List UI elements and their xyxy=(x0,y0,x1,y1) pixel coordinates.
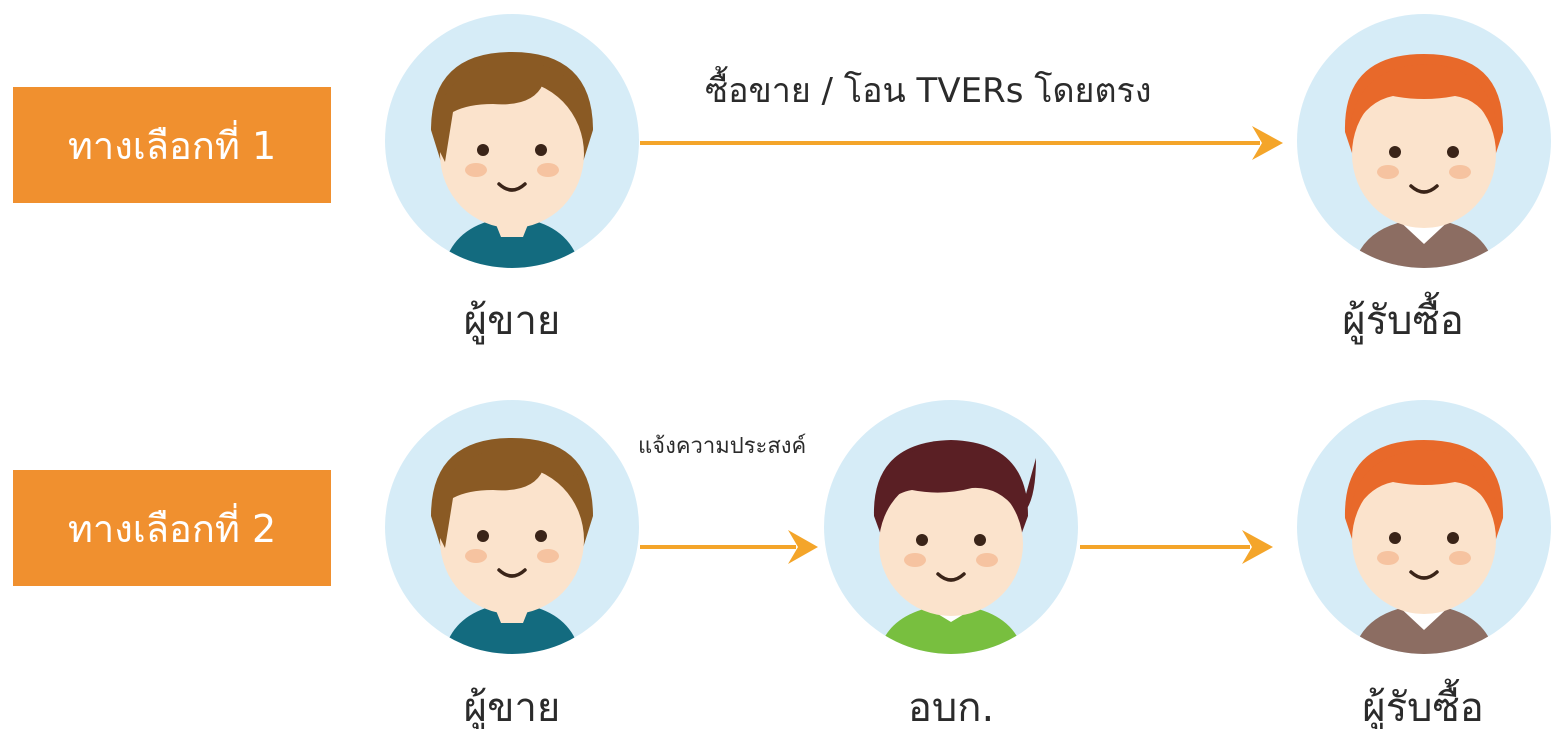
option-2-buyer-name: ผู้รับซื้อ xyxy=(1362,685,1484,729)
option-2-seller-to-agency-arrow xyxy=(640,527,820,567)
option-2-seller-name: ผู้ขาย xyxy=(463,685,561,729)
seller-boy-icon xyxy=(385,400,639,654)
option-1-seller-avatar xyxy=(383,12,641,270)
buyer-boy-icon xyxy=(1297,400,1551,654)
option-2-badge: ทางเลือกที่ 2 xyxy=(13,470,331,586)
option-1-buyer-avatar xyxy=(1295,12,1553,270)
option-2-buyer-avatar xyxy=(1295,398,1553,656)
option-2-label: ทางเลือกที่ 2 xyxy=(67,506,277,551)
agency-man-icon xyxy=(824,400,1078,654)
buyer-boy-icon xyxy=(1297,14,1551,268)
seller-boy-icon xyxy=(385,14,639,268)
option-1-direct-arrow xyxy=(640,123,1285,163)
option-1-buyer-name: ผู้รับซื้อ xyxy=(1342,298,1464,344)
option-2-agency-to-buyer-arrow xyxy=(1080,527,1275,567)
option-1-badge: ทางเลือกที่ 1 xyxy=(13,87,331,203)
option-2-arrow-label: แจ้งความประสงค์ xyxy=(638,434,807,459)
option-2-seller-avatar xyxy=(383,398,641,656)
option-1-label: ทางเลือกที่ 1 xyxy=(67,123,277,168)
option-2-agency-avatar xyxy=(822,398,1080,656)
option-1-arrow-label: ซื้อขาย / โอน TVERs โดยตรง xyxy=(705,71,1152,111)
option-1-seller-name: ผู้ขาย xyxy=(463,298,561,344)
option-2-agency-name: อบก. xyxy=(907,685,995,729)
